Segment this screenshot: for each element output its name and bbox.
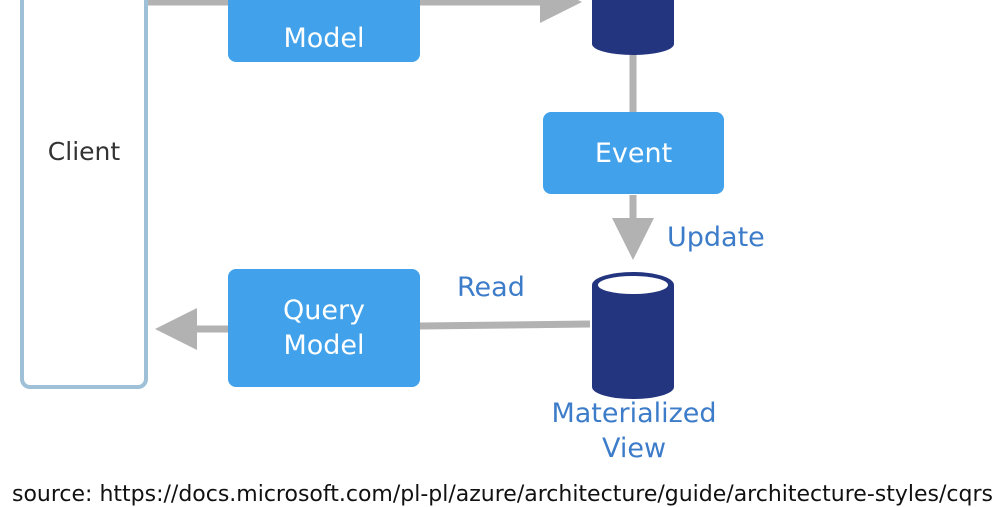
write-database-icon — [592, 0, 674, 55]
command-model-box: Model — [228, 0, 420, 62]
event-label: Event — [594, 137, 673, 169]
client-label: Client — [47, 137, 121, 166]
query-model-box: Query Model — [228, 269, 420, 387]
materialized-view-label-line-2: View — [601, 433, 667, 464]
update-label: Update — [667, 222, 765, 253]
command-model-label: Model — [283, 22, 365, 54]
query-model-label-line-1: Query — [282, 295, 366, 326]
query-model-label-line-2: Model — [283, 330, 365, 361]
event-box: Event — [543, 112, 724, 194]
client-box — [20, 0, 148, 389]
materialized-view-label: Materialized View — [543, 396, 725, 466]
source-caption: source: https://docs.microsoft.com/pl-pl… — [12, 482, 993, 507]
materialized-view-label-line-1: Materialized — [551, 398, 717, 429]
line-materialized-view-to-query-model — [419, 320, 591, 330]
read-label: Read — [457, 272, 525, 303]
materialized-view-database-icon — [592, 272, 674, 399]
